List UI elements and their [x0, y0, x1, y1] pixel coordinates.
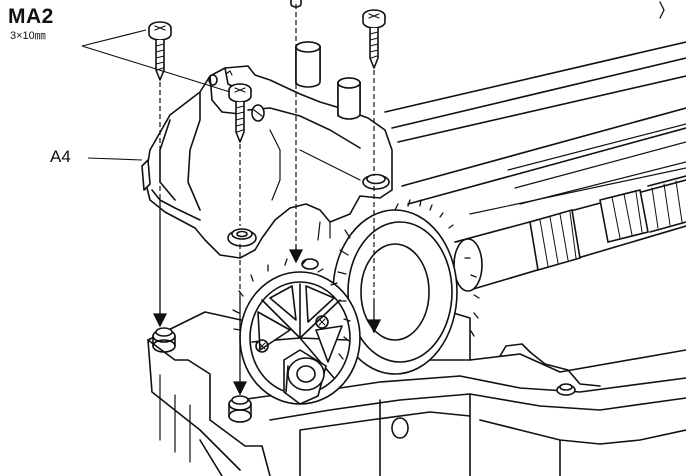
gear-hub	[283, 349, 327, 405]
screw-3	[228, 83, 252, 143]
part-callout-label: A4	[50, 147, 71, 166]
leader-lines	[81, 29, 231, 161]
gear-cover	[141, 65, 393, 259]
large-gear	[332, 199, 480, 375]
assembly-arrows	[152, 200, 382, 396]
clip	[659, 1, 665, 19]
drive-shaft	[453, 175, 686, 292]
fastener-code-label: MA2	[8, 5, 54, 28]
fastener-size-label: 3×10㎜	[10, 30, 46, 42]
chassis-rails	[384, 41, 686, 215]
screw-2	[362, 9, 386, 69]
small-gear	[232, 258, 361, 405]
assembly-guides	[159, 4, 375, 300]
screw-1	[148, 21, 172, 81]
locating-pins	[295, 41, 361, 120]
